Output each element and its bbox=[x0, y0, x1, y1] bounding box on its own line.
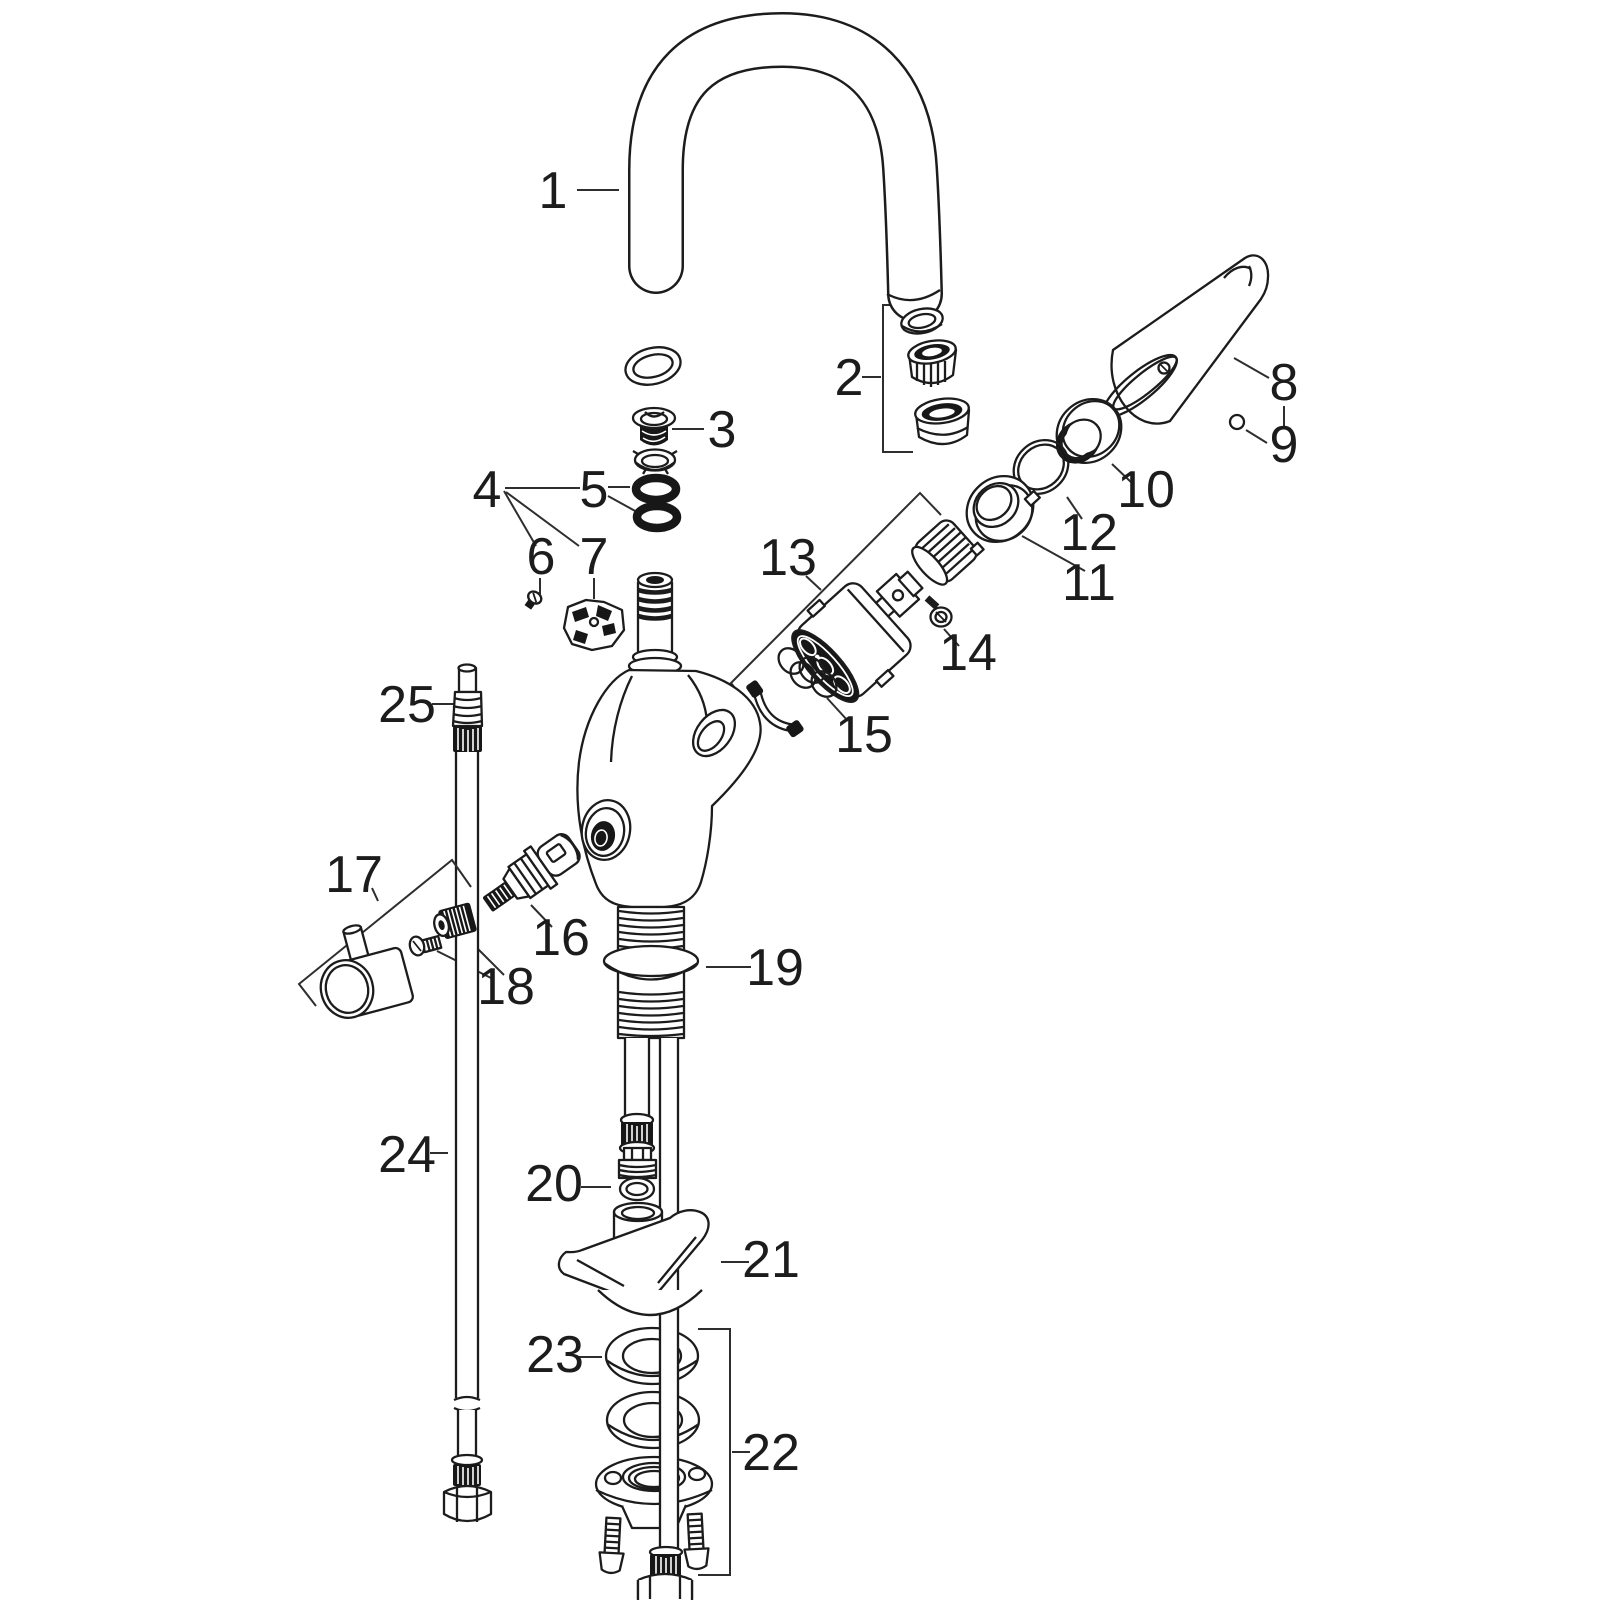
hose-top-connector bbox=[451, 663, 484, 752]
leader-16 bbox=[530, 904, 553, 928]
callout-label-7: 7 bbox=[580, 528, 609, 586]
inner-hose bbox=[617, 1038, 658, 1180]
leader-5 bbox=[607, 486, 638, 513]
callout-label-15: 15 bbox=[835, 706, 893, 764]
part-washer-22 bbox=[605, 1390, 701, 1450]
spout-end-rim bbox=[886, 289, 941, 302]
serrated-ring bbox=[632, 448, 678, 475]
callout-label-20: 20 bbox=[525, 1155, 583, 1213]
aerator-housing bbox=[914, 397, 971, 446]
leader-14 bbox=[943, 628, 960, 647]
leader-15 bbox=[826, 697, 849, 722]
callout-label-9: 9 bbox=[1270, 416, 1299, 474]
part-fixing-screw-left bbox=[598, 1516, 625, 1575]
callout-label-8: 8 bbox=[1270, 354, 1299, 412]
part-o-rings bbox=[631, 473, 682, 533]
part-spout bbox=[628, 11, 943, 322]
part-mounting-bracket bbox=[557, 1201, 710, 1317]
part-cartridge-screw bbox=[924, 595, 953, 628]
callout-label-2: 2 bbox=[835, 349, 864, 407]
leader-4-fan bbox=[503, 487, 580, 547]
part-screw-small bbox=[524, 590, 543, 610]
leader-12 bbox=[1066, 496, 1083, 520]
leader-22-bracket bbox=[698, 1328, 750, 1576]
part-aerator-set bbox=[900, 307, 971, 446]
callout-label-14: 14 bbox=[939, 624, 997, 682]
part-cartridge-assembly bbox=[746, 519, 985, 738]
part-retaining-ring bbox=[965, 474, 1041, 544]
leader-8 bbox=[1233, 357, 1285, 428]
callout-label-16: 16 bbox=[532, 909, 590, 967]
part-handle-screw bbox=[408, 934, 443, 957]
spout-o-ring bbox=[624, 346, 682, 386]
callout-label-24: 24 bbox=[378, 1126, 436, 1184]
o-ring-upper bbox=[631, 473, 681, 505]
callout-label-1: 1 bbox=[539, 162, 568, 220]
side-port bbox=[580, 799, 632, 861]
callout-label-18: 18 bbox=[477, 958, 535, 1016]
cartridge-boss bbox=[691, 708, 737, 758]
tailpipe-end-connector bbox=[636, 1545, 694, 1600]
callout-label-6: 6 bbox=[527, 528, 556, 586]
shank-flange bbox=[602, 944, 700, 978]
part-spout-fitting bbox=[631, 406, 677, 446]
leader-10 bbox=[1111, 463, 1133, 484]
aerator-washer bbox=[900, 307, 944, 335]
hose-bottom-connector bbox=[442, 1395, 493, 1523]
callout-labels: 1 2 3 4 5 6 7 8 9 10 11 12 13 14 15 16 1… bbox=[325, 162, 1298, 1482]
leader-17-bracket bbox=[297, 858, 472, 1007]
leader-9 bbox=[1245, 429, 1268, 444]
part-washer-23 bbox=[604, 1326, 700, 1386]
aerator-insert bbox=[907, 339, 958, 387]
part-seal-set bbox=[746, 647, 838, 738]
part-cone-screw bbox=[1228, 413, 1246, 431]
part-handle-insert bbox=[433, 902, 477, 939]
callout-label-19: 19 bbox=[746, 939, 804, 997]
bracket-plate bbox=[557, 1209, 710, 1301]
callout-label-13: 13 bbox=[759, 529, 817, 587]
leader-11 bbox=[1021, 535, 1086, 572]
callout-label-21: 21 bbox=[742, 1231, 800, 1289]
o-ring-lower bbox=[632, 501, 682, 533]
callout-label-4: 4 bbox=[473, 461, 502, 519]
part-guide bbox=[562, 598, 626, 652]
bracket-dome bbox=[597, 1289, 703, 1317]
part-faucet-body bbox=[576, 571, 762, 909]
part-handle-cone bbox=[1102, 254, 1270, 425]
cartridge-body bbox=[791, 582, 912, 703]
callout-label-11: 11 bbox=[1062, 554, 1116, 612]
part-collar-ring bbox=[1055, 397, 1123, 465]
callout-label-12: 12 bbox=[1060, 504, 1118, 562]
part-threaded-shank bbox=[602, 905, 700, 1040]
callout-label-3: 3 bbox=[708, 401, 737, 459]
callout-label-25: 25 bbox=[378, 676, 436, 734]
callout-label-10: 10 bbox=[1117, 461, 1175, 519]
cartridge-ribbed-nut bbox=[911, 519, 985, 586]
callout-label-22: 22 bbox=[742, 1424, 800, 1482]
callout-label-17: 17 bbox=[325, 846, 383, 904]
part-handle-knob bbox=[319, 924, 414, 1019]
part-supply-hose bbox=[442, 663, 493, 1523]
callout-label-23: 23 bbox=[526, 1326, 584, 1384]
part-valve bbox=[483, 833, 581, 912]
callout-label-5: 5 bbox=[580, 461, 609, 519]
body-shell bbox=[576, 668, 762, 909]
part-o-ring-20 bbox=[618, 1176, 656, 1202]
part-fixing-screw-right bbox=[683, 1512, 710, 1571]
